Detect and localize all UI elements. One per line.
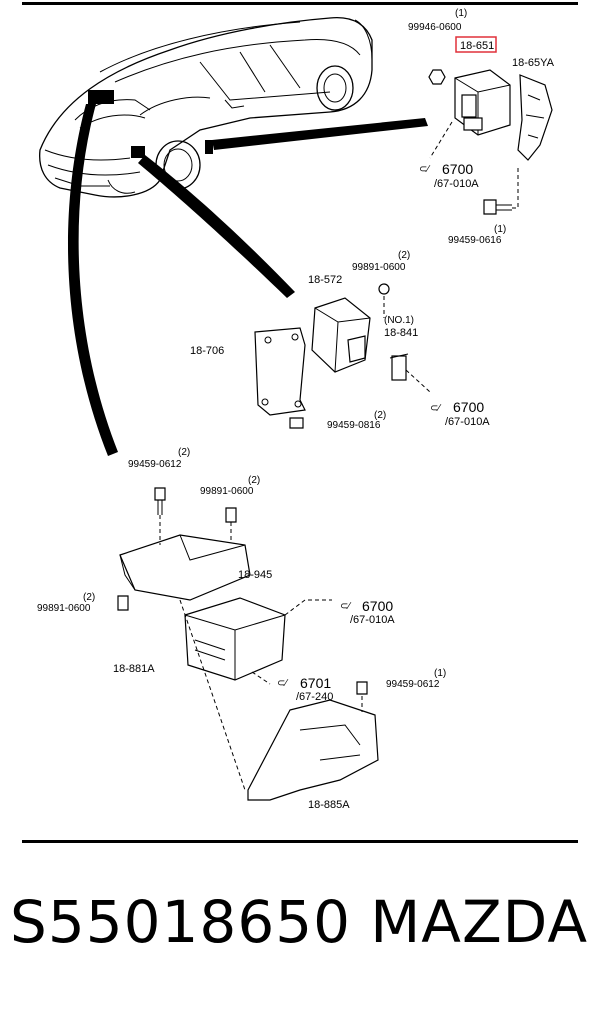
qty-label: (2) bbox=[83, 592, 95, 603]
part-label-18-945: 18-945 bbox=[238, 569, 272, 581]
qty-label: (1) bbox=[494, 224, 506, 235]
connector-icon: ⊂∕ bbox=[419, 164, 430, 175]
part-label-99891-0600: 99891-0600 bbox=[37, 603, 91, 614]
part-label-18-65YA: 18-65YA bbox=[512, 57, 555, 69]
part-label-99891-0600: 99891-0600 bbox=[352, 262, 406, 273]
part-label-99891-0600: 99891-0600 bbox=[200, 486, 254, 497]
leader-lines bbox=[67, 104, 428, 456]
ref-label-6700: 6700 bbox=[362, 598, 393, 614]
part-label-18-572: 18-572 bbox=[308, 274, 342, 286]
ref-label-6700: 6700 bbox=[442, 161, 473, 177]
qty-label: (1) bbox=[434, 668, 446, 679]
part-label-18-881A: 18-881A bbox=[113, 663, 155, 675]
ref-label-67-010A: /67-010A bbox=[350, 614, 395, 626]
parts-diagram: (1) 99946-0600 18-651 18-65YA ⊂∕ 6700 /6… bbox=[37, 8, 555, 811]
part-label-99459-0612: 99459-0612 bbox=[386, 679, 440, 690]
module-assembly-18-572 bbox=[254, 283, 431, 429]
qty-label: (2) bbox=[178, 447, 190, 458]
qty-label: (2) bbox=[398, 250, 410, 261]
qty-label: (2) bbox=[248, 475, 260, 486]
part-label-99459-0612: 99459-0612 bbox=[128, 459, 182, 470]
part-label-18-651: 18-651 bbox=[460, 40, 494, 52]
part-label-18-841: 18-841 bbox=[384, 327, 418, 339]
ref-label-6700: 6700 bbox=[453, 399, 484, 415]
highlight-box bbox=[455, 36, 497, 53]
top-divider bbox=[22, 2, 578, 5]
connector-icon: ⊂∕ bbox=[430, 403, 441, 414]
ref-label-67-240: /67-240 bbox=[296, 691, 333, 703]
sensor-assembly-18-651 bbox=[428, 69, 553, 215]
part-label-99946-0600: 99946-0600 bbox=[408, 22, 462, 33]
ref-label-6701: 6701 bbox=[300, 675, 331, 691]
qty-label: (1) bbox=[455, 8, 467, 19]
part-label-18-885A: 18-885A bbox=[308, 799, 350, 811]
ref-label-67-010A: /67-010A bbox=[445, 416, 490, 428]
part-number: S55018650 bbox=[10, 888, 352, 956]
connector-icon: ⊂∕ bbox=[340, 601, 351, 612]
connector-icon: ⊂∕ bbox=[277, 678, 288, 689]
ref-label-67-010A: /67-010A bbox=[434, 178, 479, 190]
brand-name: MAZDA bbox=[370, 888, 588, 956]
qty-label: (2) bbox=[374, 410, 386, 421]
part-label-18-706: 18-706 bbox=[190, 345, 224, 357]
note-label: (NO.1) bbox=[384, 315, 414, 326]
module-assembly-18-881A bbox=[117, 487, 379, 801]
bottom-divider bbox=[22, 840, 578, 843]
labels: (1) 99946-0600 18-651 18-65YA ⊂∕ 6700 /6… bbox=[37, 8, 555, 811]
part-label-99459-0616: 99459-0616 bbox=[448, 235, 502, 246]
part-label-99459-0816: 99459-0816 bbox=[327, 420, 381, 431]
